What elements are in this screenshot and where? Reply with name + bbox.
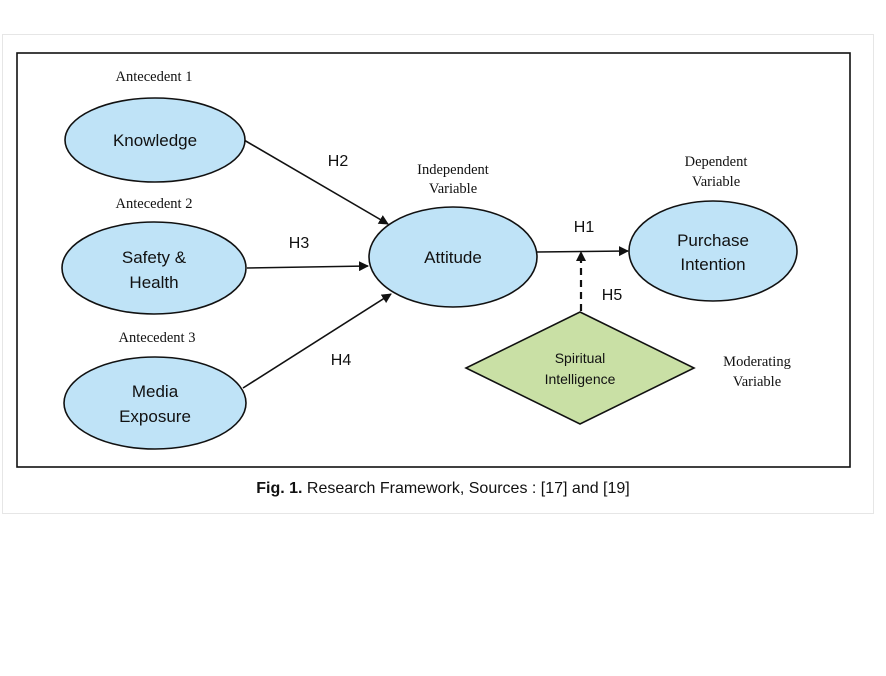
independent-variable-line-2: Variable (429, 181, 477, 197)
node-safety-health: Safety & Health (61, 221, 247, 315)
node-purchase-intention-line-2: Intention (680, 255, 745, 274)
dependent-variable-line-2: Variable (692, 174, 740, 190)
node-safety-health-line-2: Health (129, 273, 178, 292)
figure-caption-label: Fig. 1. (256, 480, 303, 497)
node-attitude: Attitude (368, 206, 538, 308)
node-attitude-label: Attitude (424, 248, 482, 267)
node-purchase-intention-line-1: Purchase (677, 231, 749, 250)
node-spiritual-intelligence-line-2: Intelligence (545, 371, 616, 387)
node-spiritual-intelligence: Spiritual Intelligence (464, 311, 696, 425)
node-media-exposure-line-2: Exposure (119, 407, 191, 426)
arrow-media-to-attitude (242, 293, 392, 389)
figure-caption: Fig. 1. Research Framework, Sources : [1… (0, 480, 886, 498)
moderating-variable-line-1: Moderating (723, 354, 791, 370)
hypothesis-h3-label: H3 (289, 235, 310, 252)
node-knowledge-label: Knowledge (113, 131, 197, 150)
antecedent-1-label: Antecedent 1 (116, 69, 193, 85)
hypothesis-h5-label: H5 (602, 287, 623, 304)
node-spiritual-intelligence-line-1: Spiritual (555, 350, 606, 366)
arrow-knowledge-to-attitude (243, 139, 389, 225)
figure-outer-frame (2, 34, 874, 514)
hypothesis-h1-label: H1 (574, 219, 595, 236)
dependent-variable-line-1: Dependent (685, 154, 748, 170)
research-framework-diagram: Antecedent 1 Antecedent 2 Antecedent 3 K… (16, 52, 851, 468)
moderating-variable-line-2: Variable (733, 374, 781, 390)
node-knowledge: Knowledge (64, 97, 246, 183)
hypothesis-h4-label: H4 (331, 352, 352, 369)
arrow-attitude-to-purchase (536, 246, 629, 257)
node-media-exposure: Media Exposure (63, 356, 247, 450)
antecedent-2-label: Antecedent 2 (116, 196, 193, 212)
antecedent-3-label: Antecedent 3 (119, 330, 196, 346)
node-purchase-intention: Purchase Intention (628, 200, 798, 302)
figure-caption-text: Research Framework, Sources : [17] and [… (302, 480, 630, 497)
diagram-border (16, 52, 851, 468)
node-media-exposure-line-1: Media (132, 382, 179, 401)
hypothesis-h2-label: H2 (328, 153, 349, 170)
independent-variable-line-1: Independent (417, 162, 489, 178)
arrow-safety-to-attitude (246, 261, 369, 272)
node-safety-health-line-1: Safety & (122, 248, 187, 267)
